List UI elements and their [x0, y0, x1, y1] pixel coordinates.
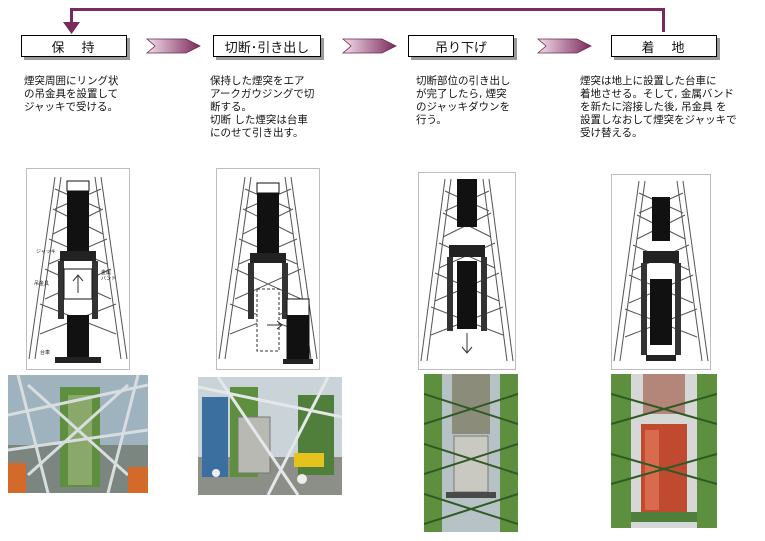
step-box-3: 吊り下げ: [408, 35, 514, 57]
label-hanger: 吊金具: [34, 281, 50, 287]
site-photo-2: [198, 377, 342, 495]
step-label-1: 保 持: [51, 40, 97, 56]
chimney-diagram-1: [28, 176, 128, 363]
diagram-panel-3: [418, 172, 516, 370]
label-cart: 台車: [40, 350, 51, 356]
step-box-2: 切断･引き出し: [213, 35, 321, 57]
label-jack: ジャッキ: [36, 249, 56, 255]
step-arrow-1-icon: [145, 38, 201, 54]
step-label-4: 着 地: [641, 40, 687, 56]
site-photo-3: [424, 374, 518, 532]
loop-arrow-left: [70, 8, 73, 26]
diagram-panel-2: [216, 168, 320, 370]
site-photo-4: [611, 374, 717, 528]
step-box-4: 着 地: [611, 35, 717, 57]
step-desc-3: 切断部位の引き出し が完了したら, 煙突 のジャッキダウンを 行う。: [416, 75, 511, 126]
label-metal-band: 金属 バンド: [101, 270, 117, 282]
step-label-2: 切断･引き出し: [224, 40, 310, 56]
loop-arrow-right: [662, 8, 665, 32]
loop-arrow-top: [71, 8, 665, 11]
site-photo-1: [8, 375, 148, 493]
step-arrow-2-icon: [341, 38, 397, 54]
step-desc-1: 煙突周囲にリング状 の吊金具を設置して ジャッキで受ける。: [24, 75, 119, 113]
step-desc-2: 保持した煙突をエア アークガウジングで切 断する。 切断 した煙突は台車 にのせ…: [210, 75, 315, 139]
step-label-3: 吊り下げ: [434, 40, 487, 56]
chimney-diagram-3: [420, 178, 514, 362]
step-box-1: 保 持: [21, 35, 127, 57]
chimney-diagram-2: [218, 176, 318, 364]
step-arrow-3-icon: [536, 38, 592, 54]
loop-arrowhead-icon: [63, 22, 80, 34]
step-desc-4: 煙突は地上に設置した台車に 着地させる。そして, 金属バンド を新たに溶接した後…: [580, 75, 737, 139]
chimney-diagram-4: [613, 180, 709, 362]
diagram-panel-4: [611, 174, 711, 370]
diagram-panel-1: ジャッキ 吊金具 金属 バンド 台車: [26, 168, 130, 370]
